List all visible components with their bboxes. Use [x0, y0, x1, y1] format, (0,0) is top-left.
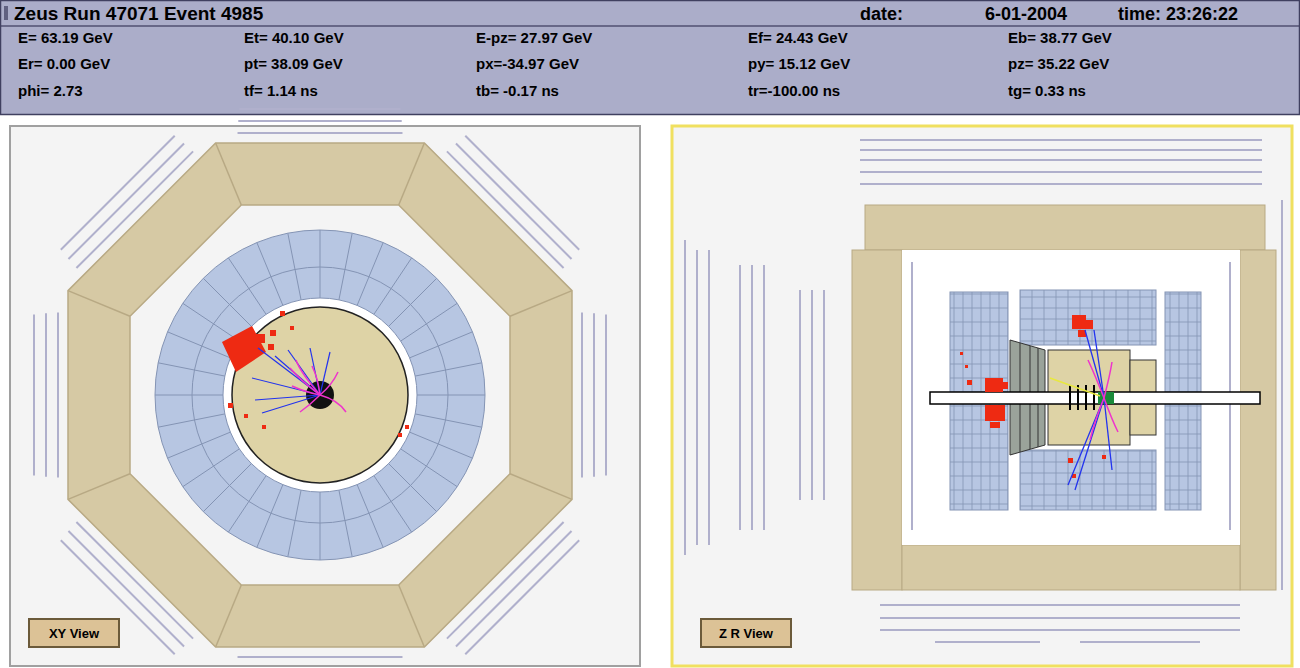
event-quantity: py= 15.12 GeV — [748, 55, 850, 72]
timestamp-text: time: 23:26:22 — [1118, 4, 1238, 25]
header-band — [0, 0, 1300, 115]
event-quantity: pt= 38.09 GeV — [244, 55, 343, 72]
zr-view — [685, 140, 1282, 642]
event-quantity: phi= 2.73 — [18, 82, 83, 99]
xy-view — [34, 109, 606, 668]
event-quantity: Er= 0.00 GeV — [18, 55, 110, 72]
event-quantity: tb= -0.17 ns — [476, 82, 559, 99]
view-button: XY View — [28, 618, 120, 648]
event-quantity: E= 63.19 GeV — [18, 29, 113, 46]
view-button: Z R View — [700, 618, 792, 648]
event-quantity: px=-34.97 GeV — [476, 55, 579, 72]
event-quantity: tf= 1.14 ns — [244, 82, 318, 99]
button-label: Z R View — [719, 626, 773, 641]
event-quantity: tr=-100.00 ns — [748, 82, 840, 99]
event-quantity: E-pz= 27.97 GeV — [476, 29, 592, 46]
event-title: Zeus Run 47071 Event 4985 — [14, 3, 263, 25]
xy-panel — [10, 126, 640, 666]
zr-panel — [672, 126, 1292, 666]
event-quantity: Et= 40.10 GeV — [244, 29, 344, 46]
event-quantity: pz= 35.22 GeV — [1008, 55, 1109, 72]
event-quantity: Ef= 24.43 GeV — [748, 29, 848, 46]
menu-icon — [4, 6, 8, 20]
button-label: XY View — [49, 626, 99, 641]
timestamp-text: date: — [860, 4, 903, 25]
event-quantity: tg= 0.33 ns — [1008, 82, 1086, 99]
event-quantity: Eb= 38.77 GeV — [1008, 29, 1112, 46]
timestamp-text: 6-01-2004 — [985, 4, 1067, 25]
